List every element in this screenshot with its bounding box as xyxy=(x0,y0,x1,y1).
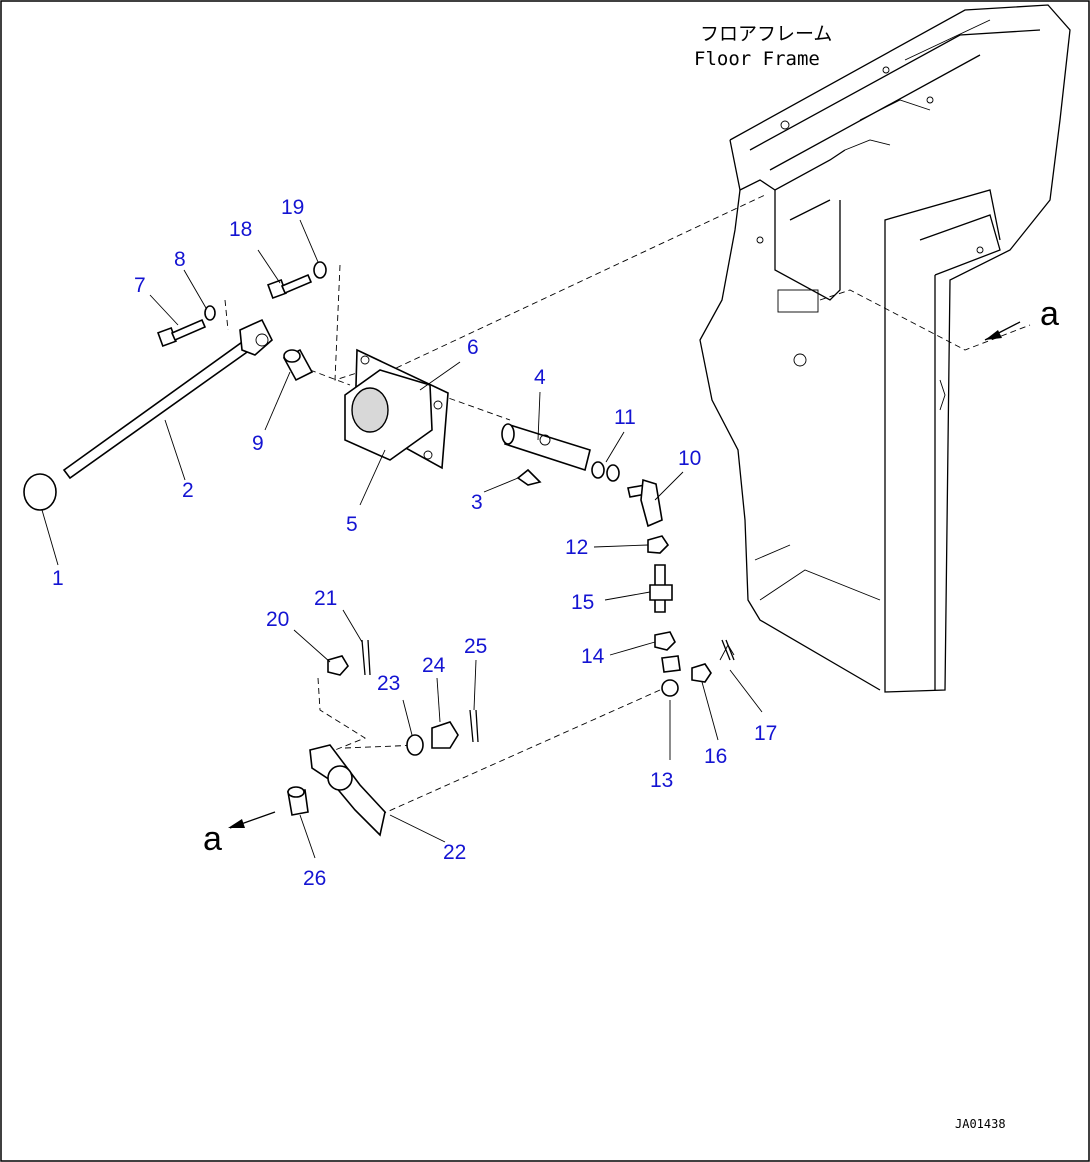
part-cotter-pin-25 xyxy=(469,709,479,743)
view-marker-upper: a xyxy=(1040,295,1059,333)
callout-16: 16 xyxy=(704,745,727,768)
part-rod-end-15 xyxy=(649,564,673,613)
part-nut-16 xyxy=(691,663,712,683)
view-arrow-upper xyxy=(984,321,1021,341)
part-washer-11 xyxy=(591,461,620,482)
part-ball-joint-10 xyxy=(627,478,663,528)
callout-19: 19 xyxy=(281,196,304,219)
callout-22: 22 xyxy=(443,841,466,864)
callout-15: 15 xyxy=(571,591,594,614)
callout-25: 25 xyxy=(464,635,487,658)
callout-13: 13 xyxy=(650,769,673,792)
leader-lines xyxy=(41,219,763,859)
view-marker-lower: a xyxy=(203,820,222,858)
callout-21: 21 xyxy=(314,587,337,610)
callout-2: 2 xyxy=(182,479,194,502)
part-lever xyxy=(62,318,273,480)
callout-9: 9 xyxy=(252,432,264,455)
part-washer-23 xyxy=(406,734,424,756)
floor-frame-drawing xyxy=(699,4,1071,693)
callout-5: 5 xyxy=(346,513,358,536)
guide-lines xyxy=(224,194,1031,816)
part-nut-12 xyxy=(647,535,670,554)
callout-20: 20 xyxy=(266,608,289,631)
part-washer-19 xyxy=(313,261,327,279)
drawing-code: JA01438 xyxy=(955,1117,1006,1131)
callout-14: 14 xyxy=(581,645,605,668)
part-lever-22 xyxy=(309,744,386,837)
callouts: 1 2 3 4 5 6 7 8 9 10 11 12 13 14 15 16 1… xyxy=(52,196,777,890)
callout-23: 23 xyxy=(377,672,400,695)
part-cotter-pin-21 xyxy=(361,639,371,676)
callout-7: 7 xyxy=(134,274,146,297)
callout-4: 4 xyxy=(534,366,546,389)
part-nut-24 xyxy=(431,721,459,749)
part-shaft-4 xyxy=(501,423,591,472)
part-bolt-7 xyxy=(157,318,207,347)
part-bushing-9 xyxy=(282,348,314,382)
part-housing-5-6 xyxy=(344,348,449,470)
callout-10: 10 xyxy=(678,447,701,470)
callout-6: 6 xyxy=(467,336,479,359)
view-arrow-lower xyxy=(228,811,276,829)
part-bolt-18 xyxy=(267,273,313,299)
callout-8: 8 xyxy=(174,248,186,271)
part-bushing-26 xyxy=(287,786,309,816)
part-nut-20 xyxy=(327,655,349,676)
part-nut-14 xyxy=(654,631,676,651)
part-knob xyxy=(23,473,57,511)
callout-18: 18 xyxy=(229,218,252,241)
callout-26: 26 xyxy=(303,867,326,890)
callout-3: 3 xyxy=(471,491,483,514)
frame-label-japanese: フロアフレーム xyxy=(700,23,832,45)
part-rod-end-13 xyxy=(661,655,681,697)
part-pin-3 xyxy=(516,468,542,486)
part-washer-8 xyxy=(204,305,216,321)
callout-1: 1 xyxy=(52,567,64,590)
callout-24: 24 xyxy=(422,654,446,677)
callout-12: 12 xyxy=(565,536,588,559)
part-cotter-pin-17 xyxy=(721,639,735,661)
frame-label-english: Floor Frame xyxy=(694,48,820,70)
callout-11: 11 xyxy=(614,406,636,429)
callout-17: 17 xyxy=(754,722,777,745)
